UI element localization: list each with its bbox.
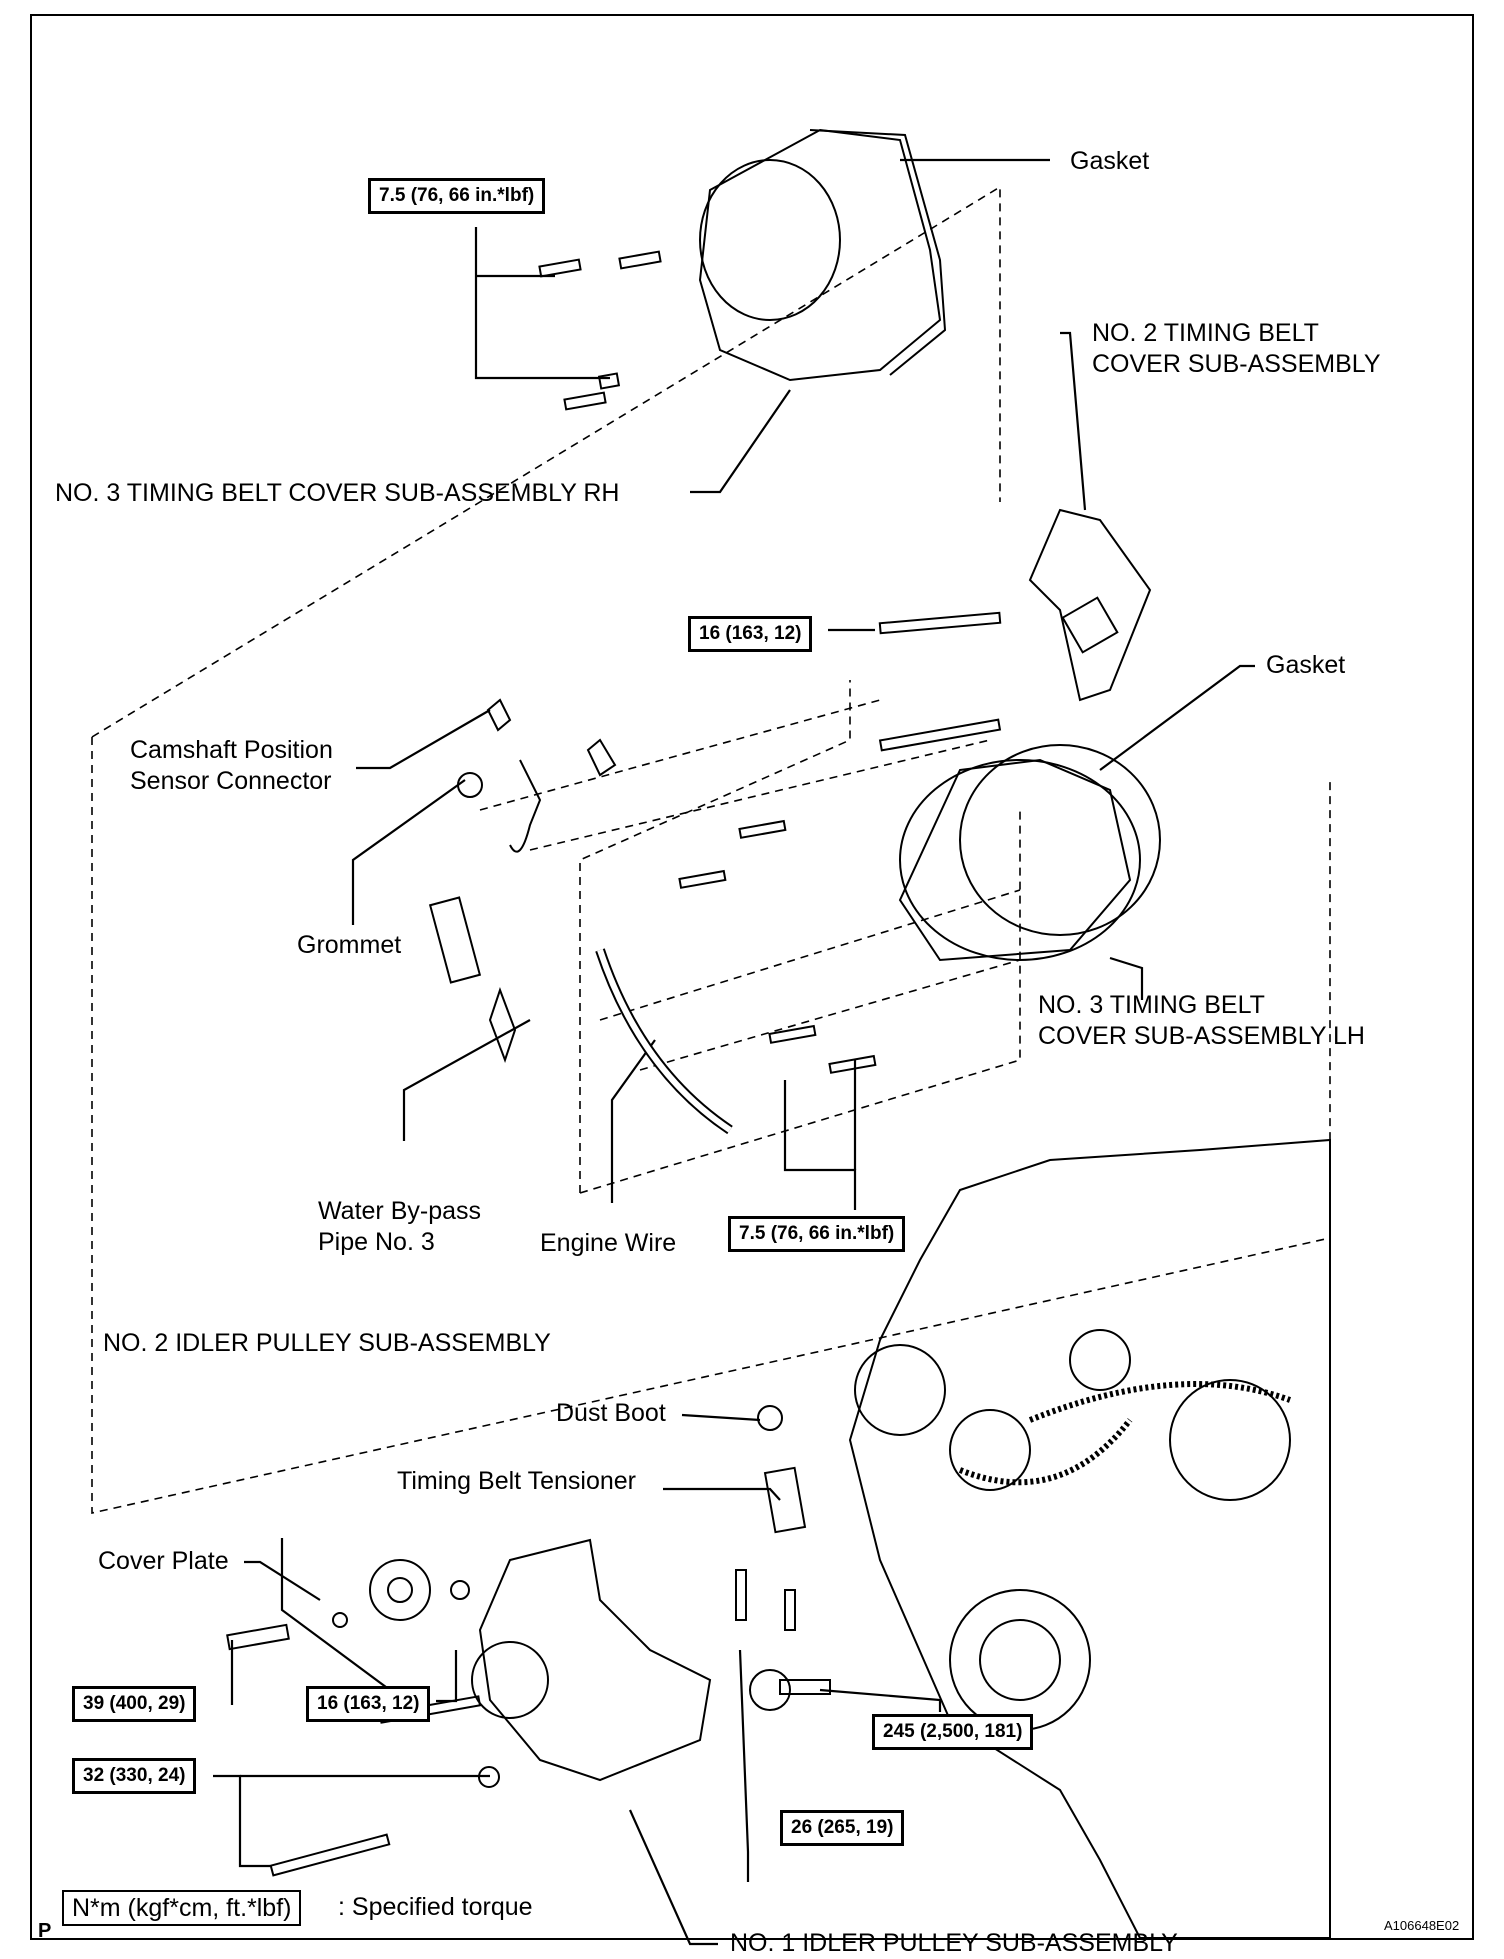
label-timing-belt-tensioner: Timing Belt Tensioner [397,1467,637,1495]
no3-lh-cover [898,744,1161,962]
label-no1-idler-pulley: NO. 1 IDLER PULLEY SUB-ASSEMBLY [730,1929,1178,1957]
assembly-outline [91,185,1331,1514]
legend-specified-torque: : Specified torque [338,1893,533,1921]
torque-box-8: 26 (265, 19) [780,1810,905,1846]
figure-id: A106648E02 [1384,1918,1460,1933]
label-engine-wire: Engine Wire [540,1229,677,1257]
torque-box-6: 245 (2,500, 181) [872,1714,1034,1750]
torque-box-4: 39 (400, 29) [72,1686,197,1722]
label-gasket-top: Gasket [1070,147,1150,175]
torque-box-1: 7.5 (76, 66 in.*lbf) [368,178,546,214]
label-cover-plate: Cover Plate [98,1547,229,1575]
label-no2-timing-belt-cover: NO. 2 TIMING BELT COVER SUB-ASSEMBLY [1092,319,1381,378]
top-bolts [538,250,662,411]
engine-block [848,1138,1331,1939]
label-dust-boot: Dust Boot [556,1399,666,1427]
label-no2-idler-pulley: NO. 2 IDLER PULLEY SUB-ASSEMBLY [103,1329,551,1357]
torque-box-5: 16 (163, 12) [306,1686,431,1722]
lower-parts [226,1405,831,1877]
label-gasket-mid: Gasket [1266,651,1346,679]
label-no3-timing-belt-cover-lh: NO. 3 TIMING BELT COVER SUB-ASSEMBLY LH [1038,991,1365,1050]
page-mark: P [38,1920,52,1942]
torque-box-3: 7.5 (76, 66 in.*lbf) [728,1216,906,1252]
no2-cover [878,508,1152,752]
diagram-frame [30,14,1474,1940]
torque-box-7: 32 (330, 24) [72,1758,197,1794]
label-camshaft-position-sensor-connector: Camshaft Position Sensor Connector [130,736,333,795]
label-no3-timing-belt-cover-rh: NO. 3 TIMING BELT COVER SUB-ASSEMBLY RH [55,479,620,507]
no3-rh-cover [698,128,947,382]
small-parts [428,698,877,1135]
leader-lines [213,158,1255,1946]
torque-box-2: 16 (163, 12) [688,616,813,652]
label-grommet: Grommet [297,931,402,959]
label-water-bypass-pipe: Water By-pass Pipe No. 3 [318,1197,482,1256]
legend-torque-units: N*m (kgf*cm, ft.*lbf) [62,1890,302,1926]
